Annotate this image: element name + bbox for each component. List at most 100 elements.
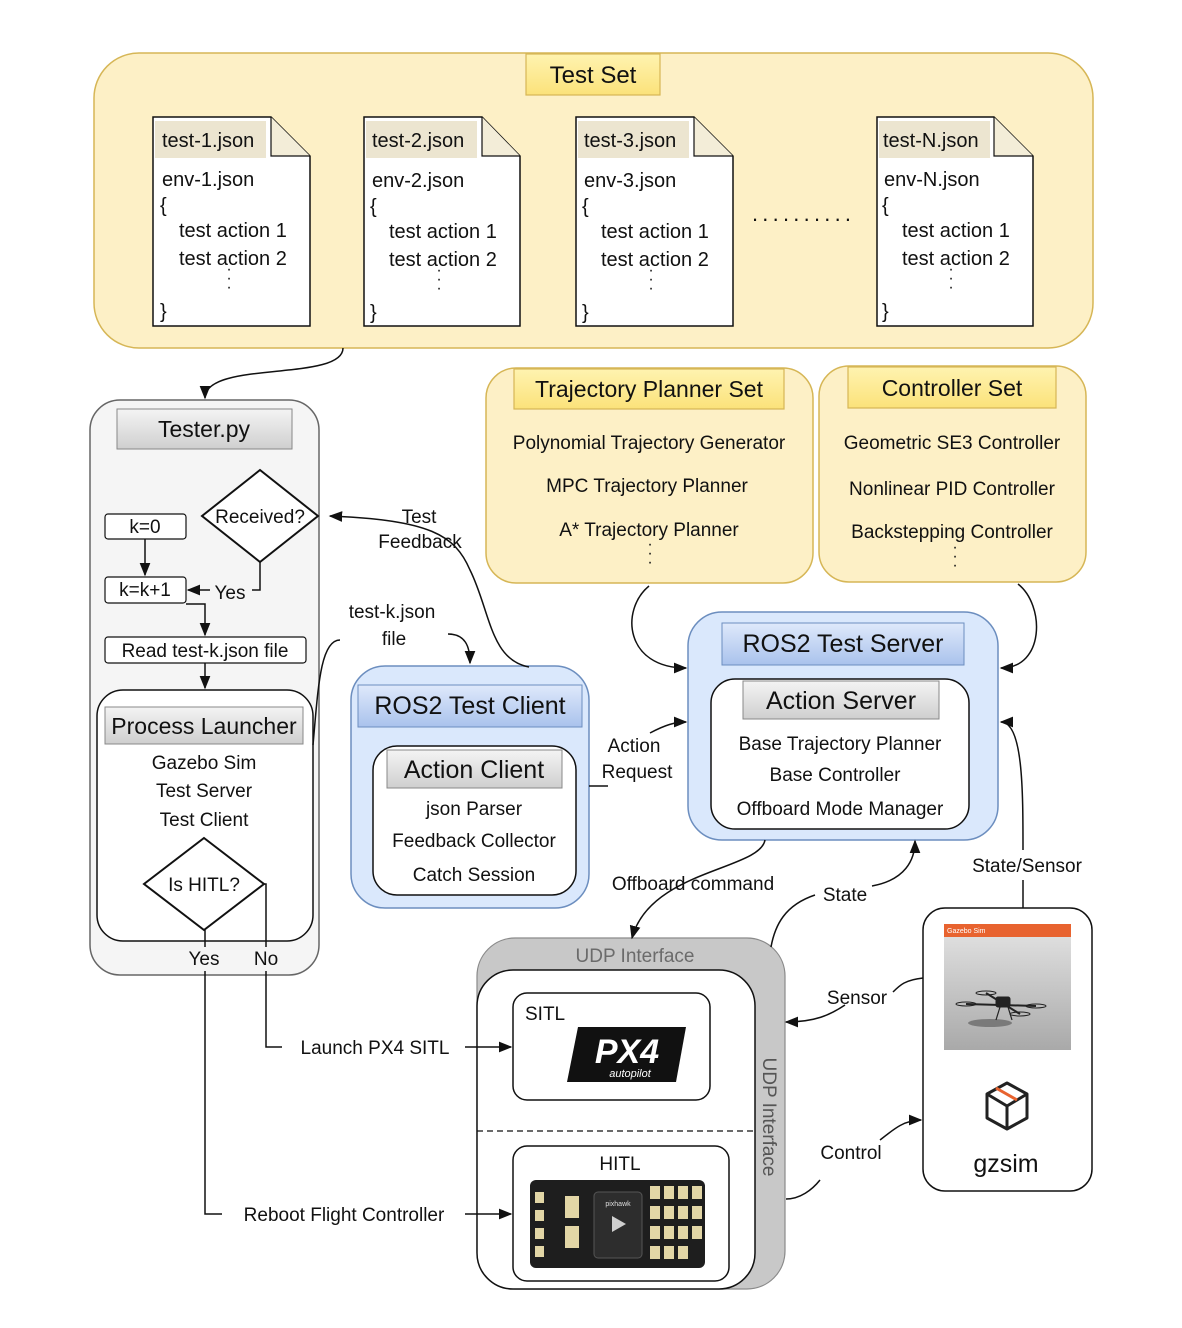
server-item-controller: Base Controller [770, 765, 902, 786]
test-k-file-label-1: test-k.json [349, 602, 436, 623]
test-file-2: test-2.json env-2.json { test action 1 t… [363, 116, 521, 327]
test-server-group: ROS2 Test Server Action Server Base Traj… [687, 611, 999, 841]
kinc-to-read [186, 603, 211, 637]
test-file-3: test-3.json env-3.json { test action 1 t… [575, 116, 734, 327]
client-item-catch: Catch Session [413, 865, 536, 886]
planner-item-polynomial: Polynomial Trajectory Generator [513, 433, 786, 454]
planner-set-title-box [513, 368, 785, 410]
reboot-label: Reboot Flight Controller [244, 1205, 445, 1226]
file-3-action1: test action 1 [601, 221, 709, 243]
test-k-file-label-2: file [382, 629, 406, 650]
file-3-action2: test action 2 [601, 249, 709, 271]
launch-item-gazebo: Gazebo Sim [152, 753, 257, 774]
test-feedback-arrow [328, 511, 530, 668]
action-request-label-2: Request [602, 762, 673, 783]
file-1-close: } [160, 301, 167, 323]
file-1-env: env-1.json [162, 169, 254, 191]
file-2-open: { [370, 196, 377, 218]
kinc-label: k=k+1 [119, 580, 171, 601]
control-line [785, 1179, 821, 1200]
file-1-action1: test action 1 [179, 220, 287, 242]
test-client-title-box [357, 684, 583, 728]
flight-controller-board: pixhawk [530, 1180, 705, 1268]
hitl-yes-label: Yes [189, 949, 220, 970]
test-feedback-label-2: Feedback [378, 532, 462, 553]
test-set-title: Test Set [550, 62, 637, 89]
yes-loop-label: Yes [215, 583, 246, 604]
reboot-line [204, 971, 222, 1215]
file-n-env: env-N.json [884, 169, 980, 191]
launch-sitl-label: Launch PX4 SITL [301, 1038, 450, 1059]
launch-sitl-line [265, 971, 282, 1048]
action-client-title: Action Client [404, 756, 544, 784]
sim-viewport [944, 937, 1071, 1050]
tester-title: Tester.py [158, 416, 251, 442]
sensor-arrow [784, 1004, 846, 1028]
file-3-close: } [582, 302, 589, 324]
file-1-name: test-1.json [162, 130, 254, 152]
file-n-name: test-N.json [883, 130, 979, 152]
file-3-name-box [578, 121, 689, 158]
controller-set-group: Controller Set Geometric SE3 Controller … [818, 365, 1087, 583]
files-ellipsis: ·········· [751, 206, 854, 231]
file-3-open: { [582, 196, 589, 218]
test-file-1: test-1.json env-1.json { test action 1 t… [152, 116, 311, 327]
udp-title-side: UDP Interface [758, 1058, 779, 1177]
is-hitl-decision [142, 836, 266, 932]
controller-item-pid: Nonlinear PID Controller [849, 479, 1056, 500]
file-3-vdots: ··· [648, 262, 653, 297]
file-2-name: test-2.json [372, 130, 464, 152]
file-n-open: { [882, 195, 889, 217]
client-item-feedback: Feedback Collector [392, 831, 556, 852]
received-yes-arrow [252, 562, 261, 591]
server-item-planner: Base Trajectory Planner [739, 734, 942, 755]
file-n-close: } [882, 301, 889, 323]
planner-item-mpc: MPC Trajectory Planner [546, 476, 748, 497]
file-1-vdots: ··· [226, 261, 231, 296]
action-server-title: Action Server [766, 687, 916, 715]
file-n-action1: test action 1 [902, 220, 1010, 242]
controller-set-title: Controller Set [882, 375, 1023, 401]
gzsim-group: Gazebo Sim gzsim [922, 907, 1093, 1192]
hitl-no-line [264, 883, 267, 947]
board-arrow [612, 1216, 626, 1232]
edge-labels: Test Feedback test-k.json file Action Re… [244, 507, 1083, 1226]
process-launcher-title-box [104, 706, 304, 745]
file-2-action2: test action 2 [389, 249, 497, 271]
received-label: Received? [215, 507, 305, 528]
hitl-no-label: No [254, 949, 278, 970]
controller-to-server [999, 583, 1038, 674]
test-server-title: ROS2 Test Server [742, 630, 943, 658]
board-ports [535, 1186, 702, 1259]
udp-group: UDP Interface UDP Interface SITL PX4 aut… [476, 937, 786, 1290]
action-server-title-box [742, 680, 940, 720]
file-3-shape [575, 116, 734, 327]
state-sensor-label: State/Sensor [972, 856, 1083, 877]
file-3-env: env-3.json [584, 170, 676, 192]
planner-set-container [485, 367, 814, 584]
test-feedback-label-1: Test [402, 507, 438, 528]
state-label: State [823, 885, 867, 906]
read-file-label: Read test-k.json file [122, 641, 289, 662]
file-1-shape [152, 116, 311, 327]
file-2-env: env-2.json [372, 170, 464, 192]
file-n-vdots: ··· [948, 261, 953, 296]
connectors [139, 347, 1038, 1220]
control-arrow [879, 1114, 923, 1141]
tester-title-box [116, 408, 293, 450]
drone-icon [955, 990, 1047, 1027]
action-client-title-box [386, 749, 563, 789]
launch-item-client: Test Client [160, 810, 249, 831]
test-set-title-box [525, 53, 661, 96]
file-1-fold [270, 117, 310, 157]
sim-window-title: Gazebo Sim [947, 928, 986, 935]
file-2-action1: test action 1 [389, 221, 497, 243]
controller-set-container [818, 365, 1087, 583]
gzsim-logo-icon [985, 1081, 1029, 1131]
k0-label: k=0 [129, 517, 160, 538]
board-label: pixhawk [605, 1201, 631, 1208]
udp-title-top: UDP Interface [576, 946, 695, 967]
action-request-arrow [649, 716, 688, 734]
